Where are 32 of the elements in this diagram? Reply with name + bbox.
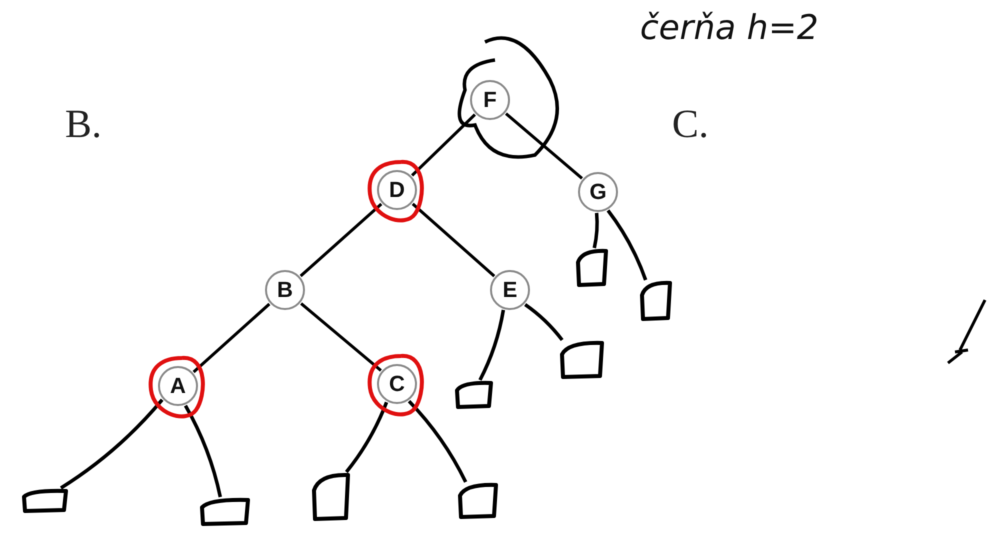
nil-leaf-box [640,280,674,322]
tree-node-circle: D [377,170,417,210]
hand-drawn-line [524,303,564,342]
hand-drawn-line [478,310,506,381]
tree-node-circle: G [578,172,618,212]
panel-label: B. [65,100,102,147]
tree-edge [412,202,496,278]
handwritten-note: čerňa h=2 [640,8,818,48]
nil-leaf-box [560,340,606,380]
tree-node-circle: A [158,366,198,406]
tree-edge [411,114,476,176]
nil-leaf-box [576,248,610,288]
hand-drawn-line [408,400,468,483]
nil-leaf-box [458,482,500,520]
tree-edge [300,302,382,372]
nil-leaf-box [22,488,70,514]
hand-drawn-line [345,402,388,474]
tree-edge [505,112,583,180]
tree-edge [192,302,270,374]
tree-edge [300,202,382,278]
panel-label: C. [672,100,709,147]
hand-drawn-line [606,209,648,281]
hand-drawn-line [592,212,599,248]
nil-leaf-box [455,380,495,410]
nil-leaf-box [312,472,352,522]
tree-node-circle: C [377,364,417,404]
hand-drawn-line [184,404,222,498]
tree-node-circle: F [470,80,510,120]
tree-node-circle: B [265,270,305,310]
hand-drawn-line [60,398,164,490]
tree-node-circle: E [490,270,530,310]
nil-leaf-box [200,497,252,527]
